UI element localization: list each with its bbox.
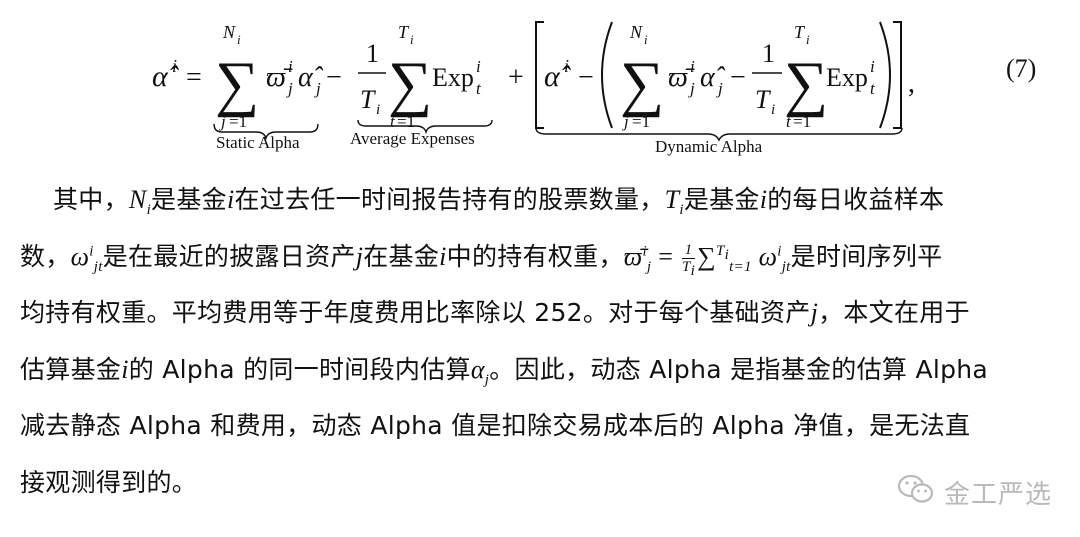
line-3: 均持有权重。平均费用等于年度费用比率除以 252。对于每个基础资产j，本文在用于 <box>20 285 1060 342</box>
svg-text:i: i <box>476 57 481 76</box>
line-4: 估算基金i的 Alpha 的同一时间段内估算αj。因此，动态 Alpha 是指基… <box>20 342 1060 399</box>
text: 在基金 <box>363 241 440 271</box>
svg-text:N: N <box>222 22 236 42</box>
line-6: 接观测得到的。 <box>20 467 198 497</box>
svg-text:j: j <box>716 79 723 98</box>
svg-text:i: i <box>564 56 569 76</box>
watermark: 金工严选 <box>896 472 1052 512</box>
label-dynamic-alpha: Dynamic Alpha <box>655 137 763 156</box>
svg-text:−: − <box>326 62 342 93</box>
svg-text:i: i <box>806 32 810 47</box>
svg-text:i: i <box>690 57 695 76</box>
label-average-expenses: Average Expenses <box>350 129 475 148</box>
svg-text:j: j <box>688 79 695 98</box>
equation-graphic: α̂ i = N i ∑ j =1 ϖ̄ i j α̂ j − 1 T i T … <box>152 21 915 142</box>
wechat-icon <box>896 473 936 511</box>
text: 是基金 <box>151 185 227 214</box>
text: 是在最近的披露日资产 <box>102 241 356 271</box>
svg-text:t: t <box>870 79 876 98</box>
svg-text:j: j <box>314 79 321 98</box>
svg-text:i: i <box>172 56 177 76</box>
math-T-i: Ti <box>664 185 684 219</box>
svg-text:=: = <box>186 62 202 93</box>
svg-text:i: i <box>288 57 293 76</box>
svg-text:j: j <box>219 112 226 131</box>
math-alpha-j: αj <box>470 354 490 388</box>
math-j: j <box>355 241 364 271</box>
text: 是时间序列平 <box>790 241 943 271</box>
svg-text:i: i <box>376 102 380 118</box>
svg-text:j: j <box>622 112 629 131</box>
math-omega-jt-i: ωijt <box>70 241 103 275</box>
text: 中的持有权重， <box>446 241 624 271</box>
equation-7: α̂ i = N i ∑ j =1 ϖ̄ i j α̂ j − 1 T i T … <box>0 0 1080 160</box>
svg-text:T: T <box>360 85 376 114</box>
label-static-alpha: Static Alpha <box>216 133 300 152</box>
text: 估算基金 <box>20 354 122 384</box>
svg-text:Exp: Exp <box>432 63 474 92</box>
math-i: i <box>439 241 447 271</box>
text: 在过去任一时间报告持有的股票数量， <box>234 185 665 214</box>
svg-text:t: t <box>390 112 396 131</box>
svg-text:1: 1 <box>762 39 775 68</box>
svg-text:∑: ∑ <box>620 50 664 118</box>
text: 的 Alpha 的同一时间段内估算 <box>128 354 471 384</box>
svg-text:=1: =1 <box>229 112 247 131</box>
equation-number: (7) <box>1006 54 1037 83</box>
math-i: i <box>226 185 235 214</box>
svg-text:+: + <box>508 62 524 93</box>
math-i: i <box>121 354 129 384</box>
svg-text:i: i <box>870 57 875 76</box>
svg-text:i: i <box>771 102 775 118</box>
math-i: i <box>759 185 768 214</box>
svg-text:i: i <box>644 32 648 47</box>
math-j: j <box>810 298 819 327</box>
svg-text:=1: =1 <box>793 112 811 131</box>
svg-text:1: 1 <box>366 39 379 68</box>
svg-text:,: , <box>908 68 915 99</box>
svg-text:∑: ∑ <box>784 50 828 118</box>
svg-text:T: T <box>755 85 771 114</box>
svg-text:j: j <box>286 79 293 98</box>
math-N-i: Ni <box>128 185 152 219</box>
watermark-text: 金工严选 <box>944 479 1053 510</box>
svg-text:Exp: Exp <box>826 63 868 92</box>
text: 数， <box>20 241 71 271</box>
svg-text:T: T <box>398 22 410 42</box>
line-1: 其中，Ni是基金i在过去任一时间报告持有的股票数量，Ti是基金i的每日收益样本 <box>20 172 1060 229</box>
text: 。因此，动态 Alpha 是指基金的估算 Alpha <box>489 354 989 384</box>
body-paragraph: 其中，Ni是基金i在过去任一时间报告持有的股票数量，Ti是基金i的每日收益样本 … <box>20 172 1060 511</box>
svg-text:N: N <box>629 22 643 42</box>
text: 均持有权重。平均费用等于年度费用比率除以 252。对于每个基础资产 <box>20 298 811 327</box>
text: 的每日收益样本 <box>767 185 945 214</box>
svg-text:−: − <box>730 62 746 93</box>
svg-text:t: t <box>786 112 792 131</box>
svg-text:−: − <box>578 62 594 93</box>
text: 是基金 <box>683 185 760 214</box>
svg-text:i: i <box>237 32 241 47</box>
text: 其中， <box>53 185 129 214</box>
svg-text:t: t <box>476 79 482 98</box>
svg-text:∑: ∑ <box>388 50 432 118</box>
svg-text:∑: ∑ <box>215 50 259 118</box>
svg-text:=1: =1 <box>632 112 650 131</box>
line-5: 减去静态 Alpha 和费用，动态 Alpha 值是扣除交易成本后的 Alpha… <box>20 411 971 440</box>
text: ，本文在用于 <box>818 298 970 327</box>
svg-text:i: i <box>410 32 414 47</box>
svg-text:T: T <box>794 22 806 42</box>
